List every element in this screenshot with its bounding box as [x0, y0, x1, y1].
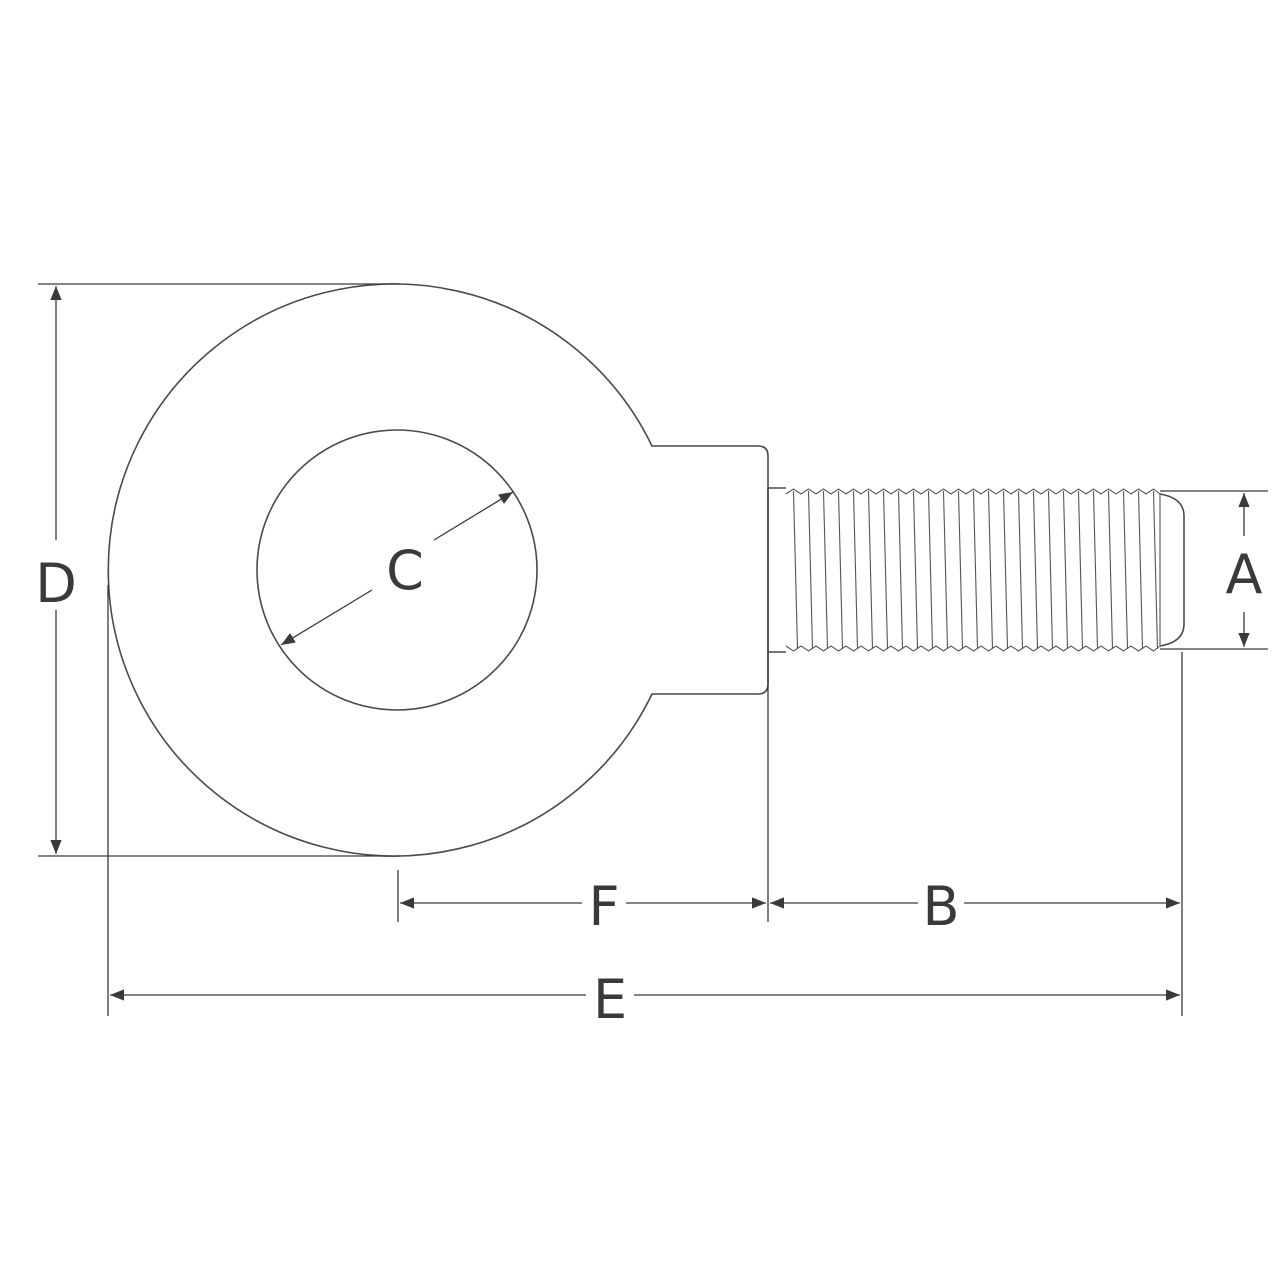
thread-line — [1047, 490, 1054, 650]
thread-line — [837, 490, 844, 650]
thread-line — [897, 490, 904, 650]
thread-line — [822, 490, 829, 650]
thread-line — [942, 490, 949, 650]
label-f: F — [588, 875, 619, 938]
eye-inner-hole — [256, 429, 538, 711]
thread-line — [852, 490, 859, 650]
dimension-c: C — [280, 491, 514, 646]
dimension-f: F — [400, 875, 766, 938]
thread-line — [972, 490, 979, 650]
thread-line — [912, 490, 919, 650]
thread-line — [927, 490, 934, 650]
thread-line — [1122, 490, 1129, 650]
thread-line — [1137, 490, 1144, 650]
thread-line — [867, 490, 874, 650]
thread-line — [792, 490, 799, 650]
thread-bottom-edge — [785, 645, 1161, 652]
thread-line — [1002, 490, 1009, 650]
thread-line — [987, 490, 994, 650]
thread-line — [1017, 490, 1024, 650]
label-e: E — [593, 968, 627, 1031]
label-d: D — [35, 552, 77, 615]
thread-line — [807, 490, 814, 650]
eye-outer-outline — [107, 283, 769, 857]
dimension-d: D — [35, 283, 400, 857]
dimension-line-c-lower — [280, 589, 373, 646]
label-c: C — [386, 539, 424, 602]
label-b: B — [922, 875, 959, 938]
label-a: A — [1226, 543, 1263, 606]
thread-top-edge — [785, 488, 1161, 495]
thread-line — [957, 490, 964, 650]
thread-lines — [792, 490, 1159, 650]
thread-line — [1152, 490, 1159, 650]
dimension-e: E — [110, 968, 1180, 1031]
shank-chamfer-end — [1159, 493, 1185, 647]
thread-line — [882, 490, 889, 650]
dimension-a: A — [1160, 490, 1268, 650]
threaded-shank — [767, 487, 1185, 653]
thread-line — [1092, 490, 1099, 650]
thread-line — [1062, 490, 1069, 650]
thread-line — [1107, 490, 1114, 650]
dimension-line-c-upper — [433, 491, 514, 541]
thread-line — [1077, 490, 1084, 650]
dimension-b: B — [770, 875, 1180, 938]
thread-line — [1032, 490, 1039, 650]
